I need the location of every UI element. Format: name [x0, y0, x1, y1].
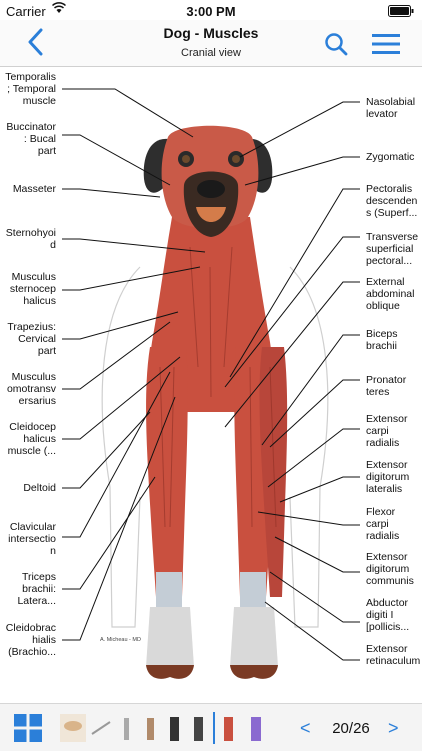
dog-illustration — [62, 88, 360, 679]
menu-icon — [372, 34, 400, 54]
thumbnail[interactable] — [188, 714, 210, 742]
label-triceps-brachii[interactable]: Triceps brachii: Latera... — [17, 571, 56, 607]
wifi-icon — [51, 2, 67, 17]
thumbnail[interactable] — [60, 714, 86, 742]
label-cleidocephalicus[interactable]: Cleidocep halicus muscle (... — [7, 421, 56, 457]
thumbnail[interactable] — [116, 714, 138, 742]
label-external-abdominal-oblique[interactable]: External abdominal oblique — [366, 276, 415, 312]
thumbnail[interactable] — [88, 714, 114, 742]
search-icon — [325, 33, 348, 56]
back-button[interactable] — [26, 28, 44, 61]
label-flexor-carpi-radialis[interactable]: Flexor carpi radialis — [366, 506, 400, 542]
view-subtitle: Cranial view — [181, 47, 241, 59]
back-chevron-icon — [28, 28, 43, 56]
carrier-label: Carrier — [6, 4, 46, 19]
next-page-button[interactable]: > — [388, 718, 399, 738]
label-extensor-digitorum-lateralis[interactable]: Extensor digitorum lateralis — [366, 459, 410, 495]
nav-bar: Dog - Muscles Cranial view — [0, 20, 422, 67]
anatomy-viewer[interactable]: Temporalis ; Temporal muscle Buccinator … — [0, 67, 422, 703]
battery-icon — [388, 5, 414, 20]
label-pectoralis-descendens[interactable]: Pectoralis descenden s (Superf... — [366, 183, 418, 219]
label-clavicular-intersection[interactable]: Clavicular intersectio n — [8, 521, 56, 557]
thumbnail[interactable] — [164, 714, 186, 742]
label-sternohyoid[interactable]: Sternohyoi d — [5, 227, 56, 251]
thumbnail-current[interactable] — [218, 714, 240, 742]
page-indicator: 20/26 — [332, 720, 370, 737]
label-extensor-digitorum-communis[interactable]: Extensor digitorum communis — [366, 551, 414, 587]
label-extensor-carpi-radialis[interactable]: Extensor carpi radialis — [366, 413, 408, 449]
grid-button[interactable] — [14, 714, 42, 747]
label-pronator-teres[interactable]: Pronator teres — [366, 374, 407, 398]
label-sternocephalicus[interactable]: Musculus sternocep halicus — [9, 271, 56, 307]
page-title: Dog - Muscles — [163, 25, 259, 41]
menu-button[interactable] — [372, 33, 400, 60]
previous-page-button[interactable]: < — [300, 718, 311, 738]
thumbnail[interactable] — [244, 714, 270, 742]
grid-icon — [14, 714, 42, 742]
label-nasolabial-levator[interactable]: Nasolabial levator — [366, 96, 416, 120]
label-omotransversarius[interactable]: Musculus omotransv ersarius — [6, 371, 56, 407]
label-masseter[interactable]: Masseter — [12, 183, 56, 195]
image-credit: A. Micheau - MD — [100, 637, 141, 643]
label-buccinator[interactable]: Buccinator : Bucal part — [6, 121, 56, 157]
clock: 3:00 PM — [186, 4, 236, 19]
thumbnail-strip[interactable] — [58, 712, 274, 744]
thumbnail[interactable] — [140, 714, 162, 742]
label-temporalis[interactable]: Temporalis ; Temporal muscle — [5, 71, 56, 107]
search-button[interactable] — [324, 32, 348, 61]
status-bar: Carrier 3:00 PM — [0, 0, 422, 22]
label-deltoid[interactable]: Deltoid — [23, 482, 56, 494]
label-biceps-brachii[interactable]: Biceps brachii — [366, 328, 398, 352]
label-cleidobrachialis[interactable]: Cleidobrac hialis (Brachio... — [5, 622, 56, 658]
bottom-toolbar: < 20/26 > — [0, 703, 422, 751]
label-zygomatic[interactable]: Zygomatic — [366, 151, 415, 163]
label-transverse-pectoral[interactable]: Transverse superficial pectoral... — [366, 231, 419, 267]
label-abductor-digiti-i[interactable]: Abductor digiti I [pollicis... — [366, 597, 410, 633]
label-extensor-retinaculum[interactable]: Extensor retinaculum — [366, 643, 421, 667]
label-trapezius[interactable]: Trapezius: Cervical part — [7, 321, 56, 357]
